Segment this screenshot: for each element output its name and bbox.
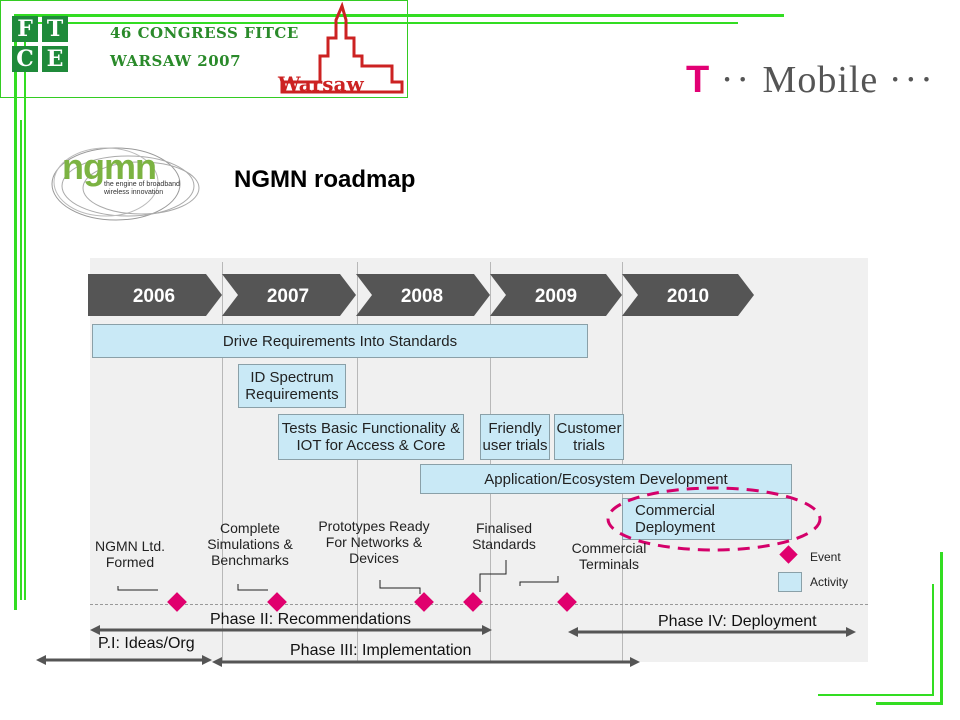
tmobile-dots: ··· [888,59,936,101]
congress-title: 46 CONGRESS FITCE [110,24,299,42]
phase-label-implementation: Phase III: Implementation [290,642,472,659]
activity-commercial-deployment: Commercial Deployment [622,498,792,540]
event-connector [479,560,507,592]
fitce-header-box: F T C E 46 CONGRESS FITCE WARSAW 2007 Wa… [0,0,408,98]
year-timeline: 2006 2007 2008 2009 2010 [88,274,754,316]
event-diamond [557,592,577,612]
phase-arrows [36,625,856,667]
event-connector [117,586,158,591]
congress-subtitle: WARSAW 2007 [110,52,242,70]
year-label: 2008 [401,286,443,307]
event-diamond [463,592,483,612]
event-label-formed: NGMN Ltd. Formed [94,538,165,570]
year-label: 2006 [133,286,175,307]
activity-spectrum-requirements: ID Spectrum Requirements [238,364,346,408]
activity-drive-requirements: Drive Requirements Into Standards [92,324,588,358]
tmobile-dots: ·· [720,59,753,101]
frame-line [20,120,22,600]
year-divider [357,262,358,662]
tmobile-logo: T ·· Mobile ··· [686,58,936,102]
fitce-logo: F T C E [12,16,72,76]
year-chevron [490,274,622,316]
warsaw-skyline-icon [280,2,404,94]
activity-tests-functionality: Tests Basic Functionality & IOT for Acce… [278,414,464,460]
tmobile-t: T [686,59,711,101]
event-connector [519,576,559,586]
year-chevron [222,274,356,316]
year-label: 2009 [535,286,577,307]
phase-label-ideas: P.I: Ideas/Org [98,635,195,652]
event-connector [379,580,421,594]
frame-line [14,14,17,610]
year-divider [490,262,491,662]
frame-line [24,22,26,600]
year-chevron [622,274,754,316]
legend-event-label: Event [810,550,841,564]
highlight-ellipse [606,486,822,552]
ngmn-logo-word: ngmn [62,146,157,187]
legend-activity-swatch [778,572,802,592]
event-label-finalised: Finalised Standards [472,520,536,552]
frame-line [940,552,943,704]
event-label-simulations: Complete Simulations & Benchmarks [207,520,293,568]
activity-friendly-trials: Friendly user trials [480,414,550,460]
event-label-terminals: Commercial Terminals [571,540,647,572]
frame-line [876,702,943,705]
frame-line [932,584,934,696]
year-label: 2010 [667,286,709,307]
fitce-letter: T [42,16,68,42]
year-chevron [356,274,490,316]
year-divider [222,262,223,662]
fitce-letter: C [12,46,38,72]
phase-label-recommendations: Phase II: Recommendations [210,611,411,628]
event-diamond [167,592,187,612]
event-label-prototypes: Prototypes Ready For Networks & Devices [318,518,430,566]
event-markers [117,560,577,612]
phase-label-deployment: Phase IV: Deployment [658,613,817,630]
legend-event-diamond [779,545,798,564]
frame-line [818,694,934,696]
fitce-letter: E [42,46,68,72]
frame-line [24,22,738,24]
fitce-letter: F [12,16,38,42]
year-label: 2007 [267,286,309,307]
event-connector [237,584,268,591]
ngmn-swirl-icon [51,147,200,221]
event-diamond [414,592,434,612]
warsaw-logo-text: Warsaw [278,72,364,96]
year-chevron [88,274,222,316]
legend-activity-label: Activity [810,575,849,589]
activity-customer-trials: Customer trials [554,414,624,460]
frame-line [14,14,784,17]
event-diamond [267,592,287,612]
slide-title: NGMN roadmap [234,166,416,193]
ngmn-tagline: the engine of broadband wireless innovat… [104,181,180,196]
tmobile-word: Mobile [762,59,879,101]
year-divider [622,262,623,662]
